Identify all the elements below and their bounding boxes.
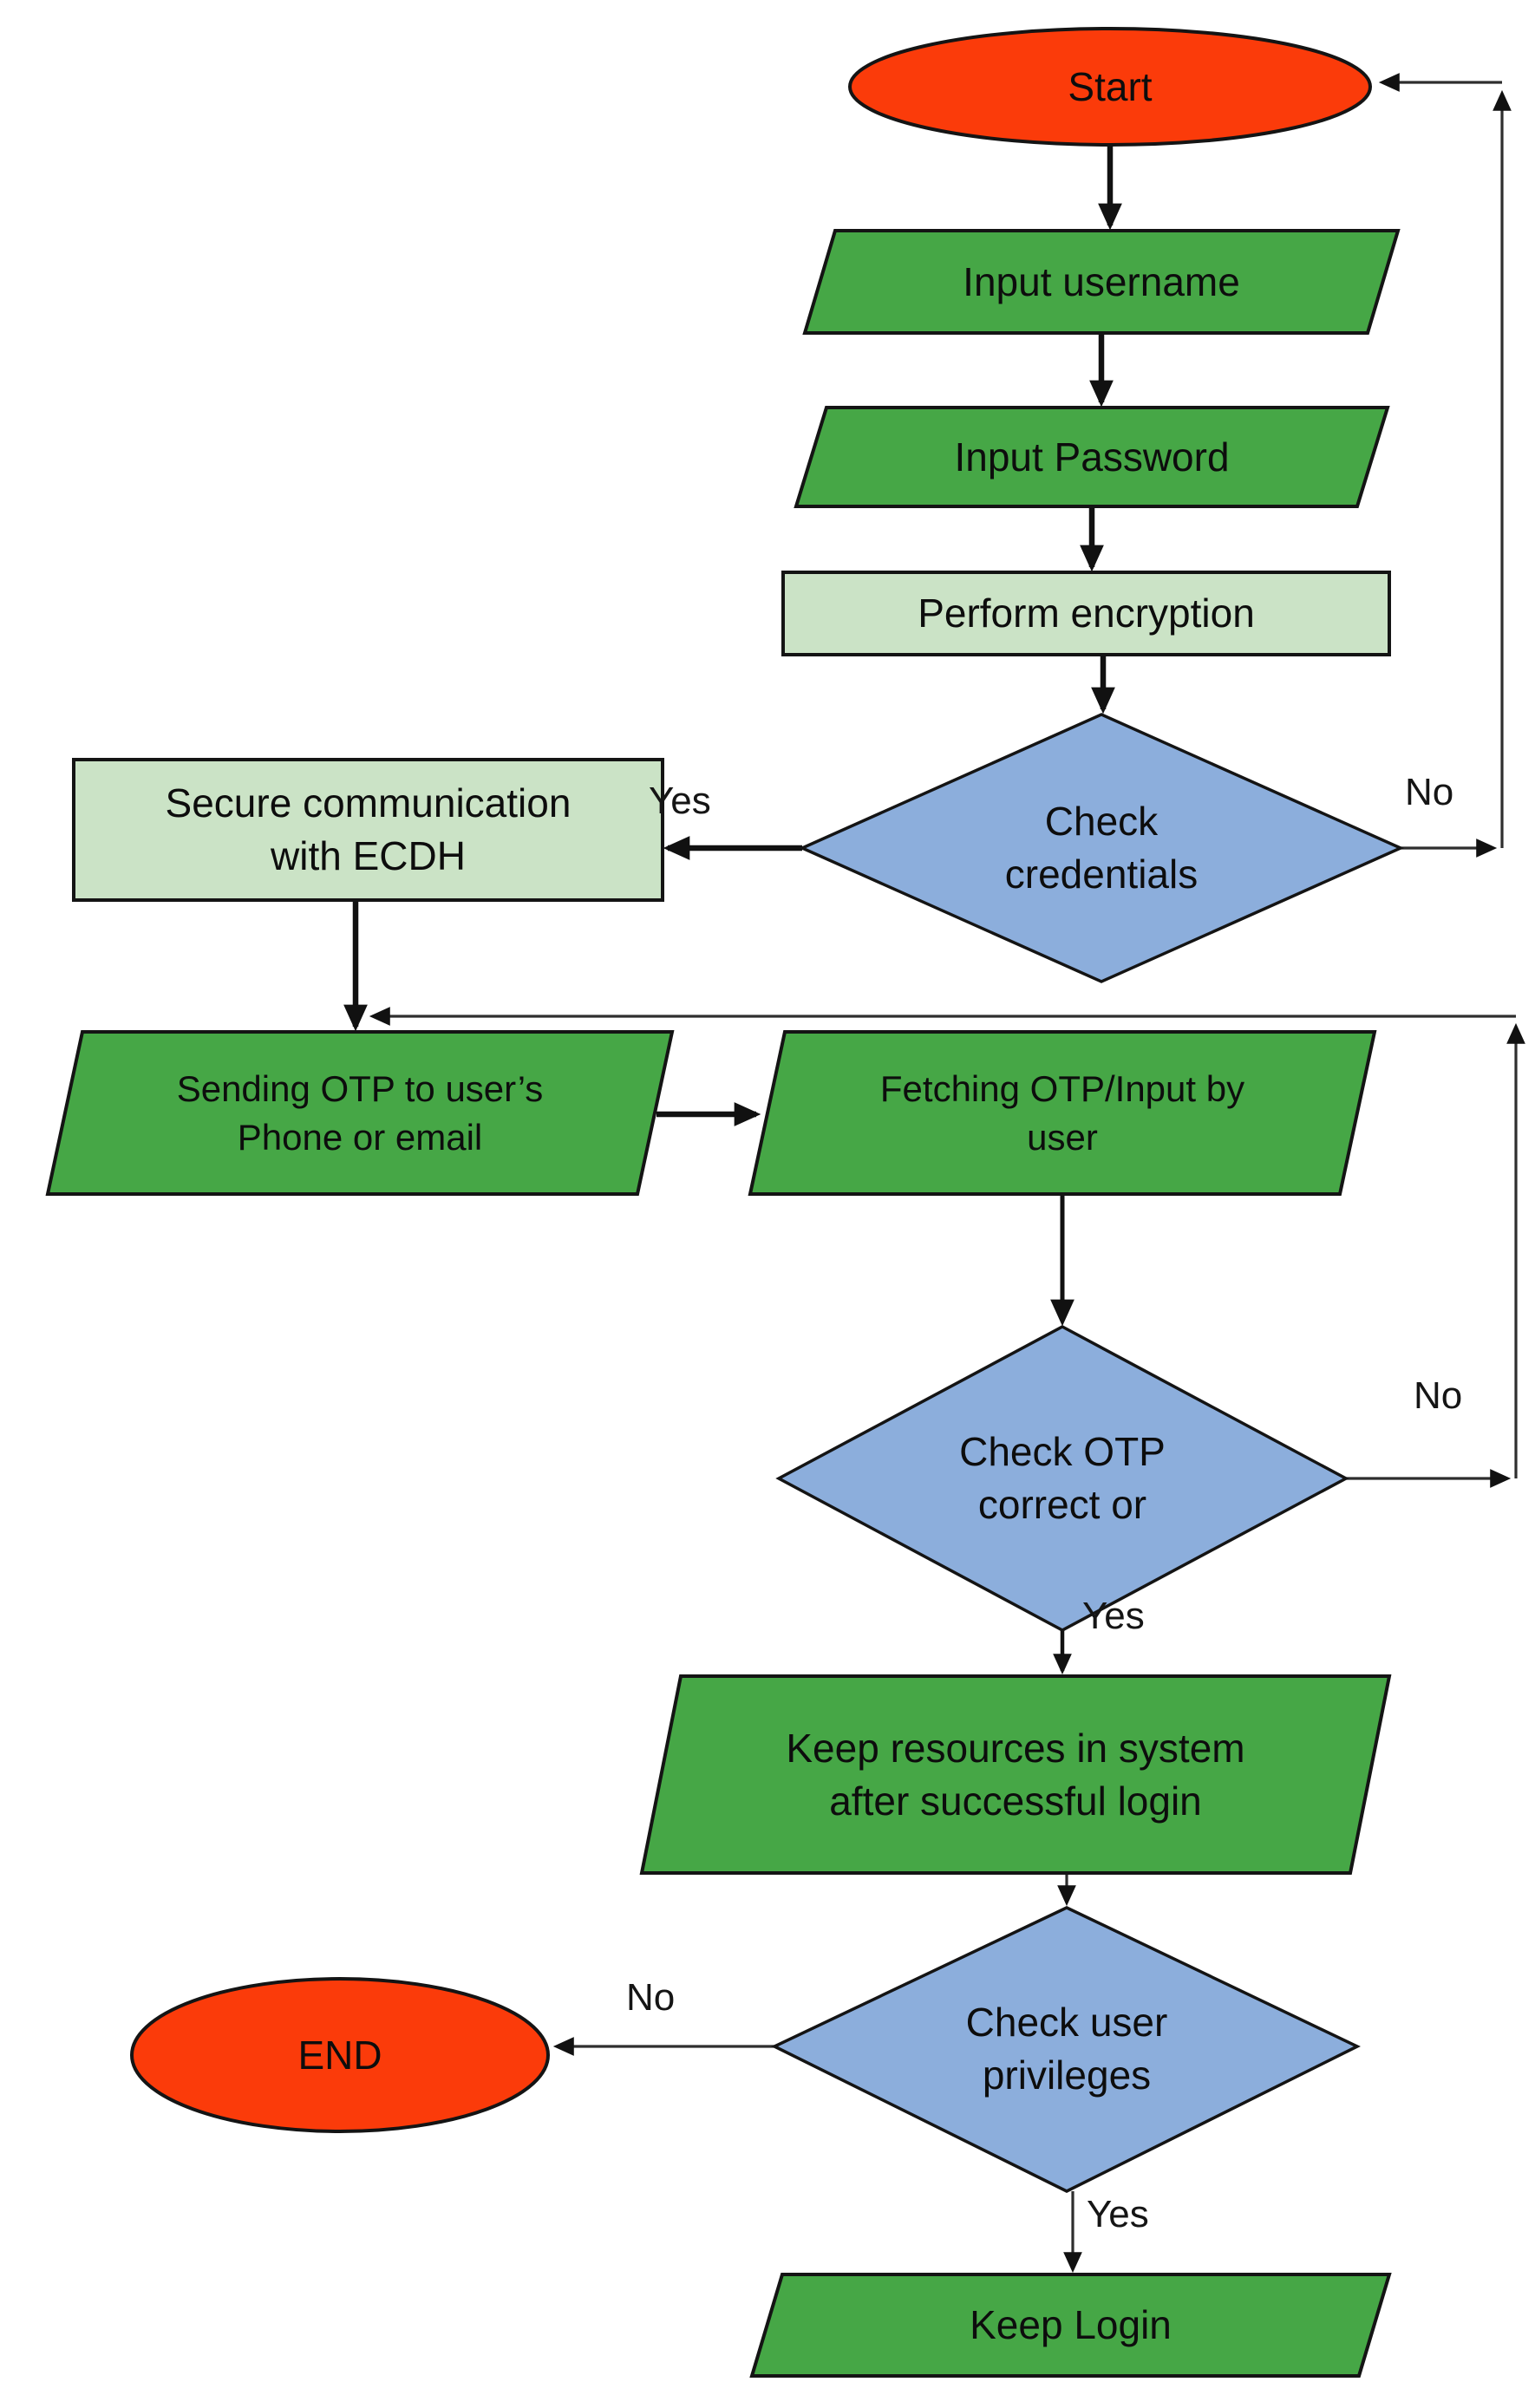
start-terminator-shape [848,27,1372,147]
check-privileges-shape [770,1906,1361,2193]
perform-encryption-shape [781,571,1391,656]
check-otp-shape [775,1325,1349,1632]
input-password-shape [794,406,1390,508]
sending-otp-shape [45,1030,675,1196]
keep-resources-shape [639,1674,1392,1875]
secure-ecdh-shape [72,758,664,902]
end-terminator-shape [130,1977,550,2133]
fetching-otp-shape [748,1030,1377,1196]
keep-login-shape [749,2273,1392,2378]
input-username-shape [802,229,1401,335]
check-credentials-shape [798,713,1405,983]
